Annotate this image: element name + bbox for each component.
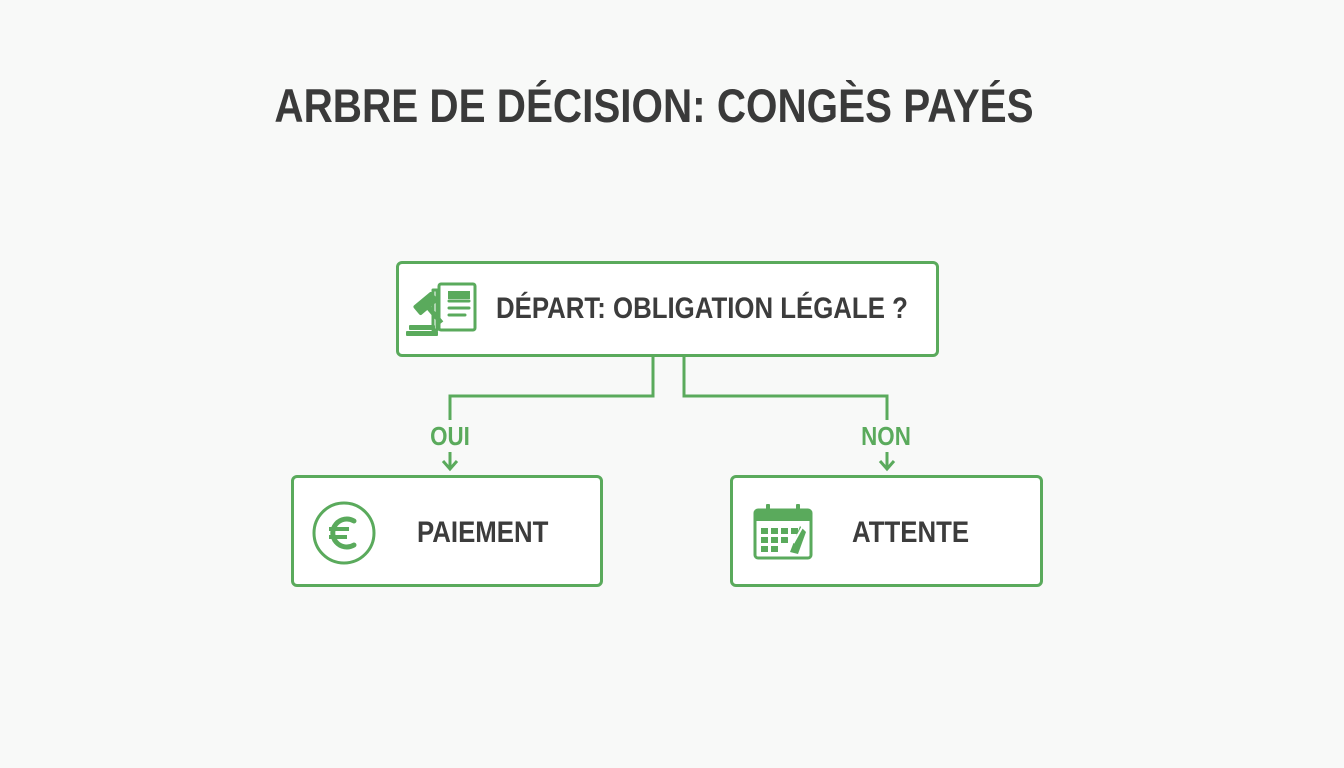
root-node-label: DÉPART: OBLIGATION LÉGALE ? [496, 292, 908, 325]
connector-no [682, 357, 889, 420]
no-node: ATTENTE [730, 475, 1043, 587]
branch-label-no: NON [861, 421, 911, 451]
yes-node: PAIEMENT [291, 475, 603, 587]
yes-node-label: PAIEMENT [417, 516, 549, 549]
branch-label-yes: OUI [430, 421, 470, 451]
arrowhead-no [878, 460, 896, 472]
no-node-label: ATTENTE [852, 516, 970, 549]
page-title: ARBRE DE DÉCISION: CONGÈS PAYÉS [274, 79, 1034, 132]
gavel-document-icon [405, 279, 483, 346]
connector-yes [448, 357, 655, 420]
calendar-icon [752, 502, 814, 567]
euro-icon [311, 500, 377, 571]
arrowhead-yes [441, 460, 459, 472]
root-node: DÉPART: OBLIGATION LÉGALE ? [396, 261, 939, 357]
